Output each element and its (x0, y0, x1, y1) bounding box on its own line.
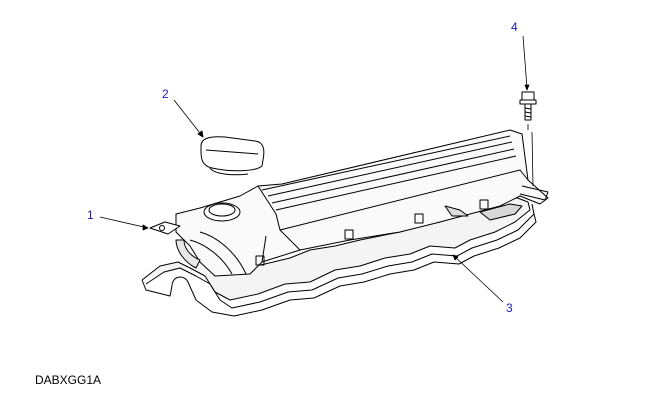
rocker-cover (149, 129, 549, 277)
bolt (519, 91, 537, 187)
filler-cap (200, 136, 265, 176)
callout-2[interactable]: 2 (162, 87, 169, 101)
leader-lines (99, 35, 530, 303)
callout-4[interactable]: 4 (511, 20, 518, 34)
callout-1[interactable]: 1 (87, 208, 94, 222)
diagram-code: DABXGG1A (35, 373, 102, 387)
callout-3[interactable]: 3 (506, 301, 513, 315)
